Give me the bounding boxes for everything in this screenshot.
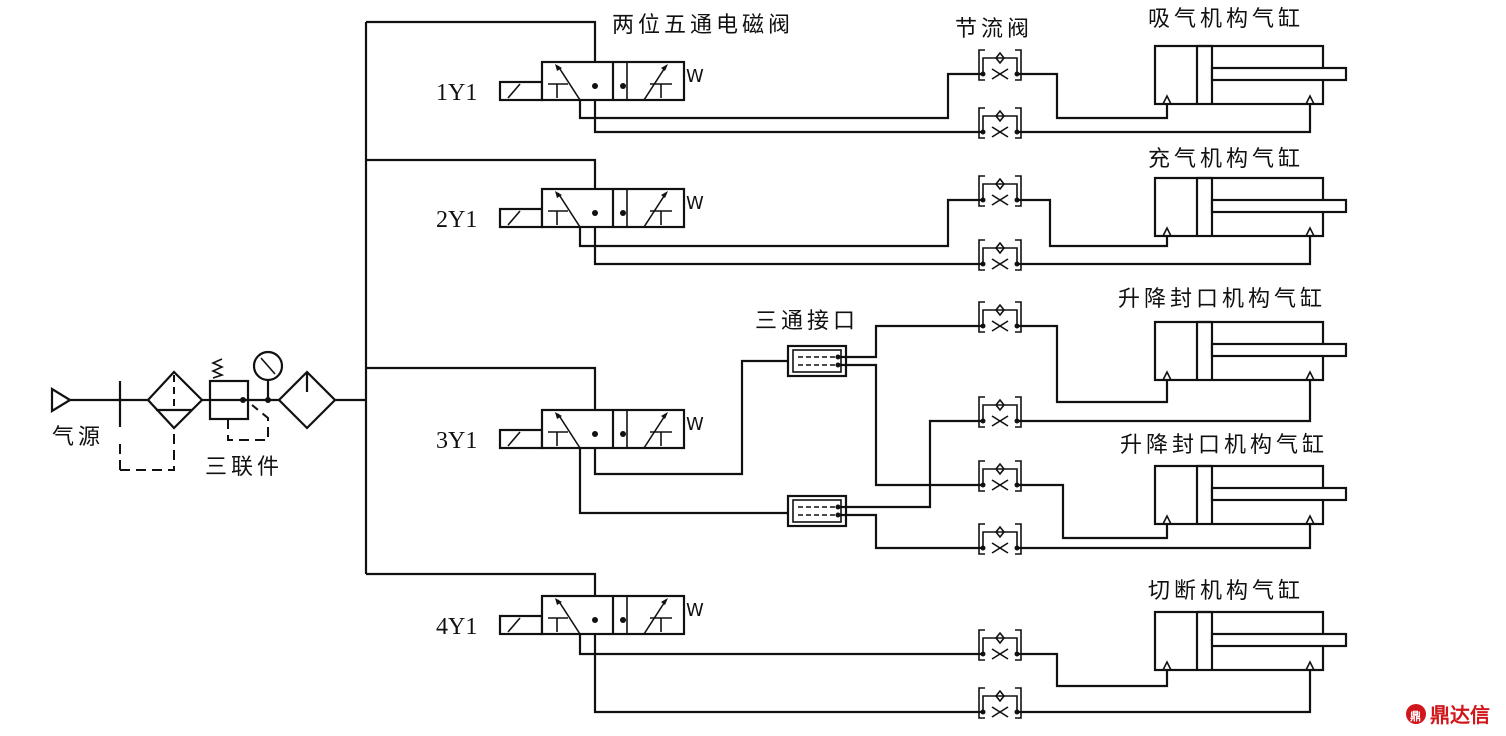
cylinder-label-2: 充气机构气缸: [1148, 147, 1304, 172]
throttle-valve-4: [978, 239, 1022, 271]
pipe-line: [838, 363, 983, 487]
solenoid-valve-2[interactable]: 2Y1 W: [436, 187, 704, 233]
pipe-line: [838, 513, 983, 550]
solenoid-coil-icon: [498, 614, 544, 636]
spring-icon: W: [686, 66, 704, 87]
svg-text:鼎: 鼎: [1410, 710, 1421, 723]
cylinder-label-5: 切断机构气缸: [1148, 579, 1304, 604]
pipe-line: [1017, 324, 1169, 404]
pipe-line: [1017, 670, 1312, 714]
pipe-line: [593, 359, 788, 476]
frl-unit: 三联件: [119, 350, 366, 480]
watermark-logo-icon: [1406, 704, 1426, 724]
valve-label: 2Y1: [436, 207, 477, 233]
pipe-line: [1017, 524, 1312, 550]
valve-label: 4Y1: [436, 614, 477, 640]
supply-manifold: [364, 20, 597, 624]
pipe-line: [593, 100, 983, 134]
cylinder-5: [1153, 610, 1348, 672]
pipe-line: [1017, 483, 1169, 540]
air-source-icon: [50, 387, 73, 413]
frl-unit-label: 三联件: [205, 455, 283, 480]
solenoid-valve-label: 两位五通电磁阀: [612, 13, 794, 38]
pipe-line: [1017, 198, 1169, 248]
tee-joint-label: 三通接口: [755, 309, 859, 334]
spring-icon: W: [686, 600, 704, 621]
lubricator-icon: [277, 370, 337, 430]
pipe-line: [593, 634, 983, 714]
pipe-line: [1017, 104, 1312, 134]
solenoid-valve-1[interactable]: 1Y1 W: [436, 60, 704, 106]
air-source: 气源: [50, 381, 148, 450]
throttle-valve-6: [978, 396, 1022, 428]
spring-icon: W: [686, 414, 704, 435]
pipe-line: [1017, 380, 1312, 423]
watermark-text: 鼎达信: [1430, 703, 1490, 727]
solenoid-valve-3[interactable]: 3Y1 W: [436, 408, 704, 454]
air-source-label: 气源: [52, 425, 104, 450]
spring-icon: W: [686, 193, 704, 214]
pipe-line: [838, 324, 983, 359]
throttle-valve-label: 节流阀: [955, 17, 1033, 42]
pipe-line: [578, 448, 788, 515]
throttle-valve-1: [978, 49, 1022, 81]
cylinder-3: [1153, 320, 1348, 382]
pipe-line: [838, 419, 983, 509]
pipe-line: [1017, 236, 1312, 266]
throttle-valve-9: [978, 629, 1022, 661]
solenoid-coil-icon: [498, 80, 544, 102]
throttle-valve-3: [978, 175, 1022, 207]
solenoid-coil-icon: [498, 207, 544, 229]
pipe-line: [593, 227, 983, 266]
solenoid-valve-4[interactable]: 4Y1 W: [436, 594, 704, 640]
tee-joint-1: [786, 344, 848, 378]
cylinder-label-1: 吸气机构气缸: [1148, 7, 1304, 32]
throttle-valve-5: [978, 301, 1022, 333]
valve-label: 1Y1: [436, 80, 477, 106]
throttle-valve-7: [978, 460, 1022, 492]
throttle-valve-10: [978, 687, 1022, 719]
throttle-valve-8: [978, 523, 1022, 555]
pipe-line: [578, 72, 983, 120]
filter-icon: [119, 370, 204, 471]
cylinder-1: [1153, 44, 1348, 106]
valve-label: 3Y1: [436, 428, 477, 454]
pipe-line: [1017, 72, 1169, 120]
cylinder-label-4: 升降封口机构气缸: [1120, 433, 1328, 458]
throttle-valve-2: [978, 107, 1022, 139]
cylinder-label-3: 升降封口机构气缸: [1118, 287, 1326, 312]
pressure-gauge-icon: [252, 350, 284, 403]
pipe-line: [1017, 652, 1169, 688]
pipe-line: [578, 198, 983, 248]
watermark: 鼎 鼎达信: [1406, 703, 1490, 727]
cylinder-4: [1153, 464, 1348, 526]
tee-joint-2: [786, 494, 848, 528]
cylinder-2: [1153, 176, 1348, 238]
solenoid-coil-icon: [498, 428, 544, 450]
pipe-line: [578, 634, 983, 656]
